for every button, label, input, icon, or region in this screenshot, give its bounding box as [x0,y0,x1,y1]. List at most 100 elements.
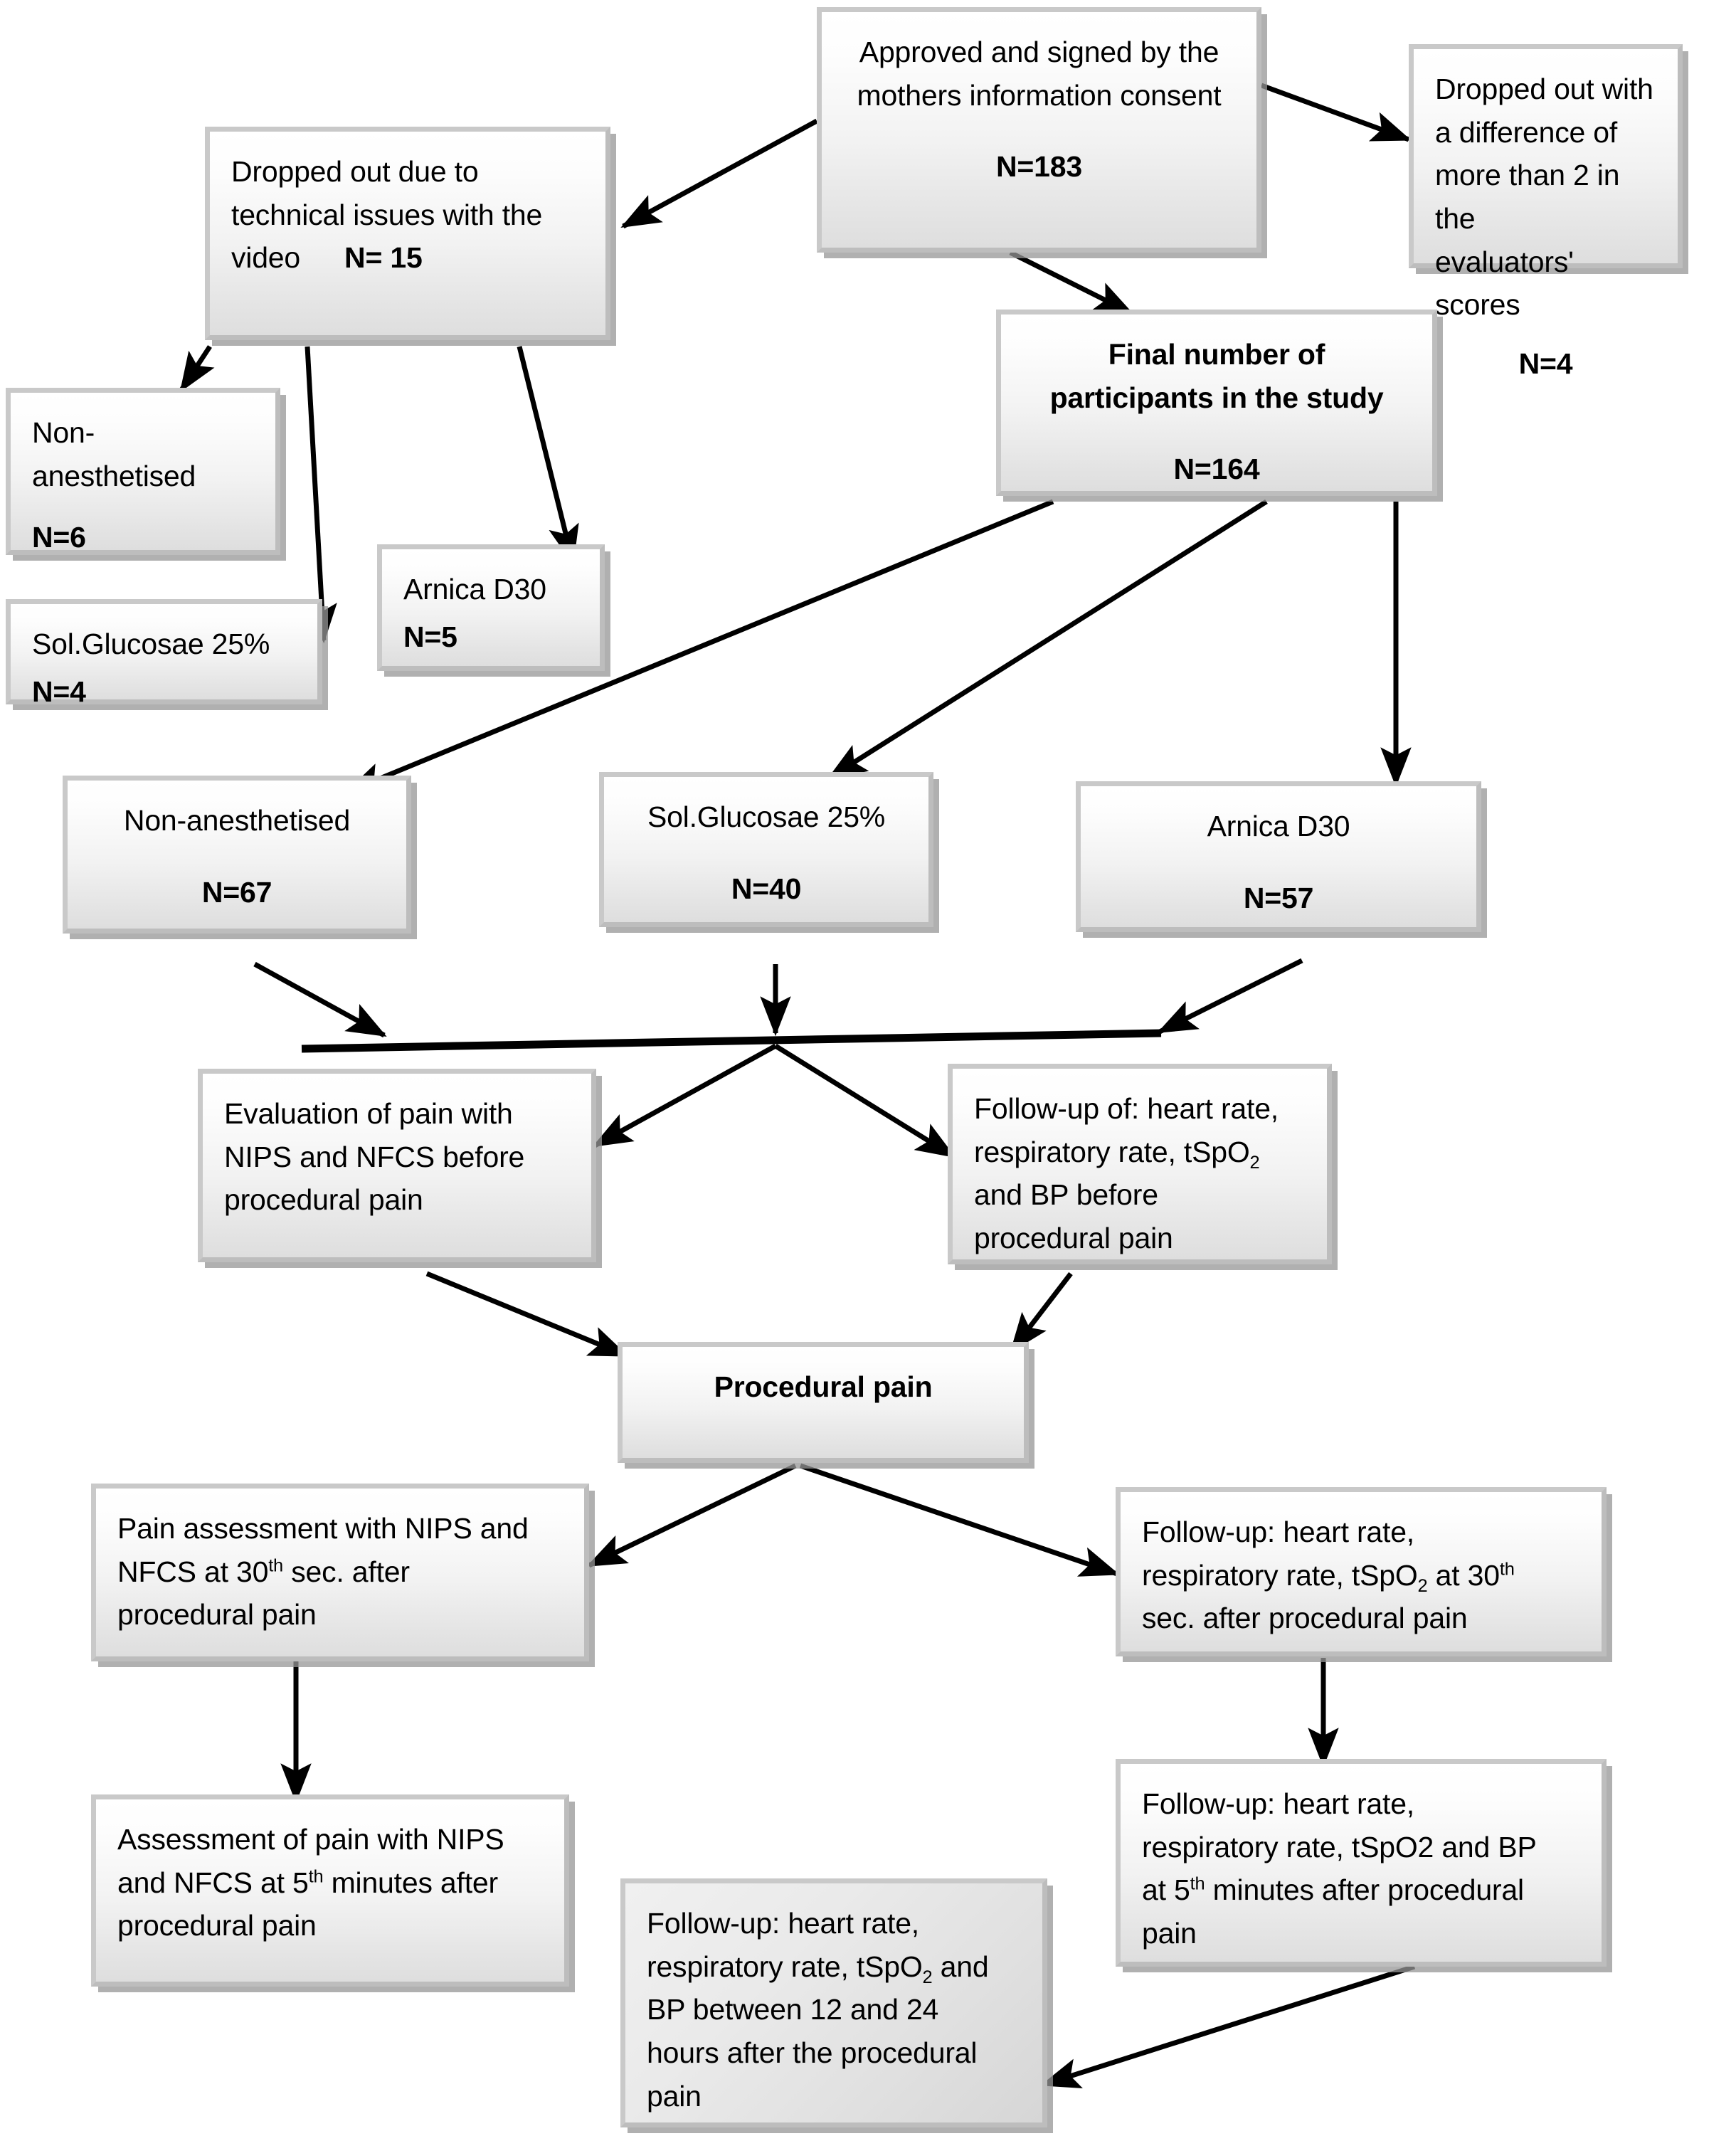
arrow-eval-to-procedural [425,1271,629,1358]
arrow-followup-to-procedural [1010,1271,1073,1353]
node-procedural-pain[interactable]: Procedural pain [618,1342,1029,1463]
followup-before-line1: Follow-up of: heart rate, [974,1092,1279,1125]
dropped-technical-line1: Dropped out due to [231,155,479,188]
node-group-glucose[interactable]: Sol.Glucosae 25% N=40 [599,772,933,927]
dropout-glucose-count: N=4 [32,675,86,708]
node-group-arnica[interactable]: Arnica D30 N=57 [1076,781,1481,932]
eval-before-line2: NIPS and NFCS before [224,1140,525,1173]
dropout-nonanesthetised-line1: Non- [32,416,95,449]
pain5min-line2a: and NFCS at 5 [117,1866,309,1899]
arrow-hub-to-followup-before [774,1044,956,1158]
node-eval-before[interactable]: Evaluation of pain with NIPS and NFCS be… [198,1069,596,1262]
followup12h-line1: Follow-up: heart rate, [647,1907,919,1940]
pain30-sup: th [268,1555,283,1576]
final-number-line2: participants in the study [1049,381,1384,414]
pain5min-line3: procedural pain [117,1909,317,1942]
arrow-procedural-to-followup30 [799,1463,1120,1577]
pain5min-line2b: minutes after [323,1866,499,1899]
arrow-procedural-to-pain30 [586,1463,797,1568]
followup5min-line1: Follow-up: heart rate, [1142,1787,1414,1820]
arrow-group-nonanesthetised-to-hub [253,961,387,1038]
pain30-line3: procedural pain [117,1598,317,1632]
followup-before-line3: and BP before [974,1178,1158,1212]
dropped-score-line1: Dropped out with [1435,73,1653,105]
followup-before-sub: 2 [1249,1152,1260,1173]
consent-line1: Approved and signed by the [859,36,1219,68]
dropped-technical-line3: video [231,241,301,275]
pain30-line1: Pain assessment with NIPS and [117,1512,529,1545]
consent-line2: mothers information consent [857,78,1222,112]
followup12h-line3: BP between 12 and 24 [647,1993,939,2026]
final-number-count: N=164 [1173,453,1260,486]
arrow-final-to-group-glucose [827,499,1268,780]
pain30-line2a: NFCS at 30 [117,1555,269,1588]
node-dropped-score[interactable]: Dropped out with a difference of more th… [1409,44,1683,380]
group-arnica-count: N=57 [1243,881,1314,914]
followup5min-line4: pain [1142,1917,1197,1950]
node-followup-12-24h[interactable]: Follow-up: heart rate, respiratory rate,… [620,1878,1047,2127]
group-glucose-count: N=40 [731,872,802,905]
arrow-followup5min-to-followup12h [1039,1964,1416,2088]
arrow-technical-to-arnica [517,346,579,566]
arrow-consent-to-final [1009,250,1134,316]
procedural-pain-label: Procedural pain [714,1370,933,1403]
dropped-score-line2: a difference of [1435,115,1618,149]
node-pain-30sec[interactable]: Pain assessment with NIPS and NFCS at 30… [91,1484,589,1661]
followup5min-sup: th [1190,1873,1205,1894]
followup12h-sub: 2 [922,1967,933,1987]
consent-count: N=183 [996,150,1082,184]
final-number-line1: Final number of [1108,338,1325,371]
dropout-nonanesthetised-line2: anesthetised [32,459,196,492]
group-nonanesthetised-count: N=67 [201,875,272,909]
followup5min-line3b: minutes after procedural [1205,1873,1525,1907]
dropout-nonanesthetised-count: N=6 [32,521,86,554]
node-followup-before[interactable]: Follow-up of: heart rate, respiratory ra… [948,1064,1332,1264]
pain5min-sup: th [308,1866,324,1887]
followup30-sup: th [1499,1559,1515,1580]
node-pain-5min[interactable]: Assessment of pain with NIPS and NFCS at… [91,1794,569,1987]
node-dropped-technical[interactable]: Dropped out due to technical issues with… [205,127,610,340]
node-dropout-glucose[interactable]: Sol.Glucosae 25% N=4 [6,599,322,708]
dropout-arnica-count: N=5 [403,620,457,653]
dropped-score-line3: more than 2 in the [1435,159,1620,236]
node-dropout-non-anesthetised[interactable]: Non- anesthetised N=6 [6,388,280,555]
group-arnica-label: Arnica D30 [1207,810,1350,842]
eval-before-line1: Evaluation of pain with [224,1097,513,1130]
followup5min-line2: respiratory rate, tSpO2 and BP [1142,1830,1537,1863]
arrow-technical-to-nonanesthetised [179,345,215,393]
group-nonanesthetised-label: Non-anesthetised [123,804,351,837]
pain30-line2b: sec. after [283,1555,410,1588]
followup12h-line5: pain [647,2079,702,2113]
followup12h-line4: hours after the procedural [647,2036,978,2070]
group-glucose-label: Sol.Glucosae 25% [647,800,886,833]
hub-connector-line [301,1029,1162,1053]
dropout-arnica-line1: Arnica D30 [403,573,546,606]
followup5min-line3a: at 5 [1142,1873,1190,1907]
node-followup-5min[interactable]: Follow-up: heart rate, respiratory rate,… [1116,1759,1607,1967]
eval-before-line3: procedural pain [224,1183,423,1217]
followup30-line2b: at 30 [1427,1558,1500,1592]
node-final-number[interactable]: Final number of participants in the stud… [996,310,1437,496]
followup30-line2a: respiratory rate, tSpO [1142,1558,1418,1592]
followup30-line1: Follow-up: heart rate, [1142,1516,1414,1548]
followup30-sub: 2 [1417,1575,1428,1596]
arrow-technical-to-glucose [305,346,337,644]
arrow-hub-to-eval-before [592,1043,777,1148]
dropped-score-count: N=4 [1518,347,1573,381]
node-followup-30sec[interactable]: Follow-up: heart rate, respiratory rate,… [1116,1487,1607,1656]
followup12h-line2b: and [932,1950,989,1983]
arrow-group-arnica-to-hub [1157,958,1303,1035]
node-group-non-anesthetised[interactable]: Non-anesthetised N=67 [63,776,411,934]
dropped-technical-line2: technical issues with the [231,198,543,231]
followup30-line3: sec. after procedural pain [1142,1602,1468,1635]
arrow-consent-to-score [1260,83,1412,142]
dropped-technical-count: N= 15 [344,241,423,275]
node-consent[interactable]: Approved and signed by the mothers infor… [817,7,1261,253]
node-dropout-arnica[interactable]: Arnica D30 N=5 [377,544,605,671]
followup-before-line2: respiratory rate, tSpO [974,1135,1250,1168]
dropout-glucose-line1: Sol.Glucosae 25% [32,628,270,660]
followup-before-line4: procedural pain [974,1222,1173,1255]
dropped-score-line4: evaluators' scores [1435,245,1574,322]
followup12h-line2a: respiratory rate, tSpO [647,1950,923,1983]
